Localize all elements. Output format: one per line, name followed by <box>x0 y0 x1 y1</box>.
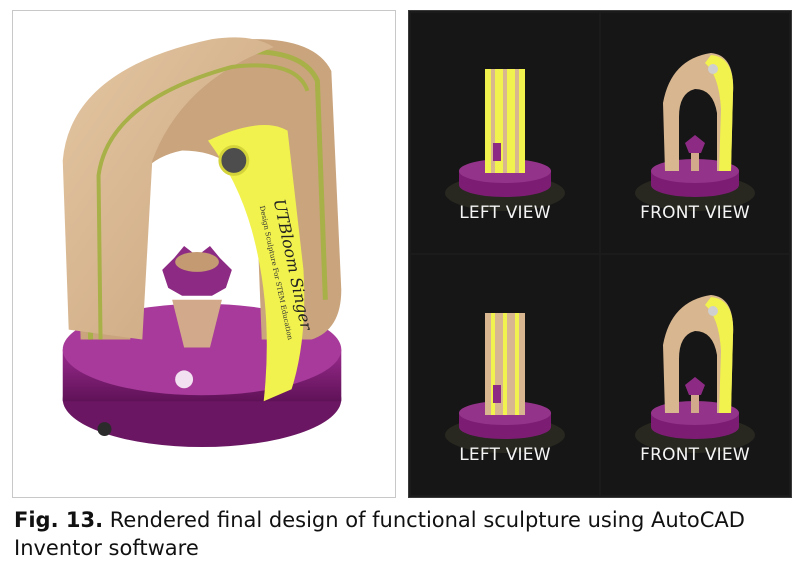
left-view-top: LEFT VIEW <box>411 13 599 253</box>
banner-emblem <box>218 145 250 176</box>
front-view-top: FRONT VIEW <box>601 13 789 253</box>
arch-stripe-2 <box>96 63 310 340</box>
views-panel: LEFT VIEW FRONT VIEW LEFT VIEW <box>408 10 792 498</box>
caption-text: Rendered final design of functional scul… <box>14 508 745 560</box>
flower-cone <box>172 299 222 348</box>
arch-layer-front <box>62 37 274 340</box>
left-view-render <box>445 69 565 211</box>
figure-number: Fig. 13. <box>14 508 104 532</box>
front-view-render <box>635 295 755 453</box>
left-view-bottom: LEFT VIEW <box>411 255 599 495</box>
view-label: LEFT VIEW <box>459 203 551 223</box>
main-render-image: UTBloom Singer Design Sculpture For STEM… <box>12 10 396 498</box>
yellow-banner <box>207 125 305 402</box>
flower-top <box>175 252 219 272</box>
base-logo <box>175 370 194 389</box>
figure-caption: Fig. 13. Rendered final design of functi… <box>14 506 794 562</box>
base-button <box>97 422 112 437</box>
left-view-render <box>445 313 565 453</box>
view-label: LEFT VIEW <box>459 445 551 465</box>
view-label: FRONT VIEW <box>640 203 750 223</box>
front-view-bottom: FRONT VIEW <box>601 255 789 495</box>
view-label: FRONT VIEW <box>640 445 750 465</box>
sculpture-render: UTBloom Singer Design Sculpture For STEM… <box>62 37 342 447</box>
front-view-render <box>635 53 755 211</box>
